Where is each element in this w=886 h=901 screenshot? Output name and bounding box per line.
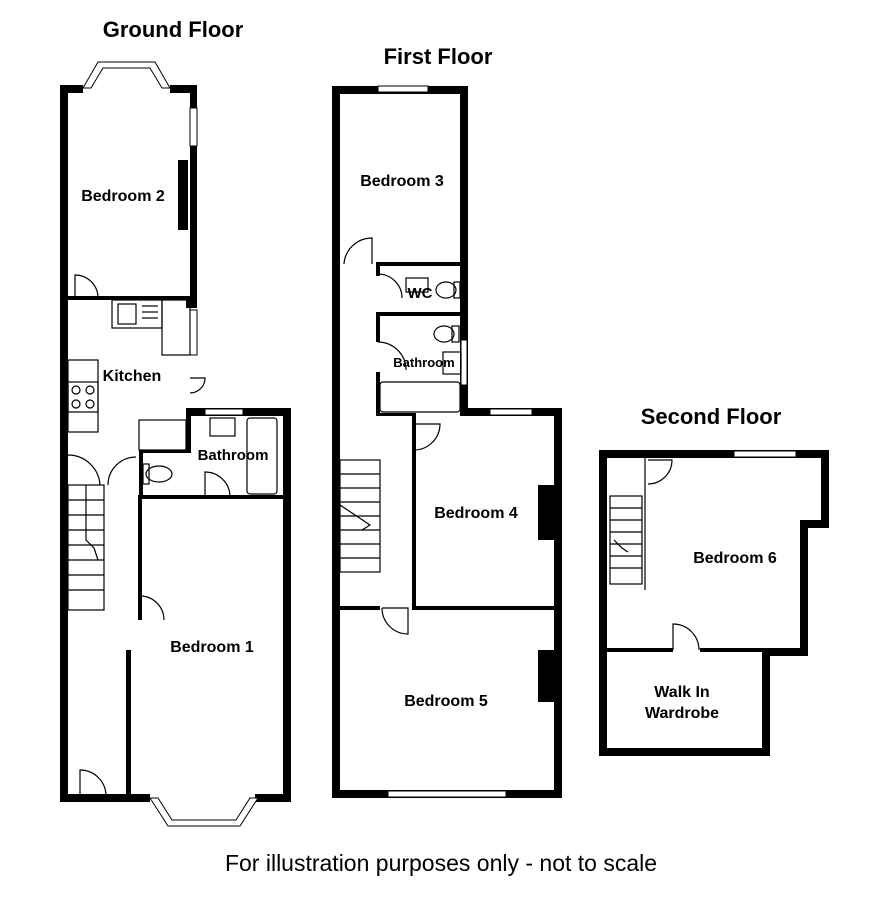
bathroom-left-wall (139, 450, 143, 498)
first-floor: First Floor (332, 44, 562, 798)
first-toilet (433, 325, 455, 343)
hall-wall-lower (126, 650, 131, 795)
door-bedroom6 (647, 459, 673, 485)
bedroom1-top-wall (139, 495, 285, 499)
window-bedroom4 (489, 408, 533, 416)
second-right-wall-lower (800, 520, 808, 656)
bay-window-top (82, 61, 171, 89)
window-bedroom3 (377, 85, 429, 93)
first-left-wall (332, 86, 340, 798)
room-label-walk-in-line2: Wardrobe (645, 705, 719, 722)
window-first-bathroom (460, 339, 468, 386)
bedroom4-left-wall (412, 413, 416, 610)
ground-left-wall (60, 85, 68, 802)
wc-basin (405, 277, 429, 293)
ground-basin (209, 417, 236, 437)
door-wc (377, 273, 403, 299)
ground-floor: Ground Floor (60, 17, 291, 827)
window-bedroom2 (189, 107, 198, 147)
ground-bottom-wall-right (255, 794, 291, 802)
ground-right-wall-lower (283, 408, 291, 802)
room-label-ground-bathroom: Bathroom (198, 447, 269, 464)
ground-right-wall-upper (190, 85, 197, 300)
ground-rear-wall (186, 300, 197, 308)
door-bedroom1 (139, 595, 165, 621)
door-ground-bathroom (204, 471, 231, 498)
door-walk-in-wardrobe (672, 623, 700, 651)
wc-bottom-wall (376, 312, 462, 316)
bedroom4-bottom-wall (412, 606, 558, 610)
door-first-bathroom (377, 341, 407, 371)
door-bedroom2 (74, 274, 99, 299)
door-kitchen-hall (67, 454, 101, 486)
footer-note: For illustration purposes only - not to … (225, 850, 657, 876)
room-label-bedroom2: Bedroom 2 (81, 188, 165, 205)
wc-top-wall (139, 450, 191, 453)
chimney-bedroom4 (538, 485, 554, 540)
ground-bath (246, 417, 278, 495)
ground-bottom-wall-left (60, 794, 150, 802)
wardrobe-right-wall (762, 648, 770, 756)
bathroom-outer-step (186, 408, 191, 453)
kitchen-worktop (161, 299, 191, 356)
second-right-wall-upper (821, 450, 829, 528)
ground-top-wall-left (60, 85, 83, 93)
bedroom3-bottom-wall (376, 262, 462, 266)
door-bedroom4 (413, 423, 441, 451)
kitchen-unit-lower (138, 419, 187, 451)
door-bedroom5 (381, 607, 409, 635)
first-right-wall-lower (554, 408, 562, 798)
second-floor: Second Floor Bedroom 6 Walk In Wardrobe (599, 404, 829, 756)
window-bedroom5 (387, 790, 507, 798)
bay-window-bottom (149, 797, 259, 827)
door-kitchen-rear (189, 377, 206, 394)
kitchen-worktop-left (67, 359, 99, 433)
bedroom2-kitchen-wall (68, 296, 191, 300)
sink-bowl (117, 303, 137, 325)
second-left-wall (599, 450, 607, 756)
window-bedroom6 (733, 450, 797, 458)
room-label-walk-in-line1: Walk In (654, 684, 709, 701)
first-floor-title: First Floor (384, 44, 493, 69)
ground-toilet (145, 465, 173, 483)
wardrobe-top-wall (607, 648, 673, 652)
hall-wall-upper (138, 495, 142, 620)
second-top-wall (599, 450, 829, 458)
room-label-kitchen: Kitchen (103, 368, 162, 385)
ground-floor-title: Ground Floor (103, 17, 244, 42)
door-hall-kitchen (107, 456, 137, 486)
room-label-bedroom5: Bedroom 5 (404, 693, 488, 710)
chimney-bedroom5 (538, 650, 554, 702)
second-stairs (609, 495, 643, 585)
room-label-bedroom6: Bedroom 6 (693, 550, 777, 567)
wc-toilet (435, 281, 457, 299)
hob (67, 381, 99, 413)
room-label-first-bathroom: Bathroom (393, 355, 454, 370)
first-basin (442, 351, 462, 375)
first-bath (379, 381, 461, 413)
room-label-bedroom4: Bedroom 4 (434, 505, 518, 522)
door-bedroom3 (343, 237, 373, 265)
window-ground-bathroom (204, 408, 244, 416)
room-label-wc: WC (408, 285, 433, 302)
window-kitchen (189, 309, 198, 356)
ground-top-wall-right (170, 85, 197, 93)
room-label-bedroom1: Bedroom 1 (170, 639, 254, 656)
second-bottom-wall (599, 748, 770, 756)
second-floor-title: Second Floor (641, 404, 782, 429)
front-door (79, 769, 107, 797)
chimney-breast (178, 160, 188, 230)
room-label-bedroom3: Bedroom 3 (360, 173, 444, 190)
first-right-wall-upper (460, 86, 468, 416)
